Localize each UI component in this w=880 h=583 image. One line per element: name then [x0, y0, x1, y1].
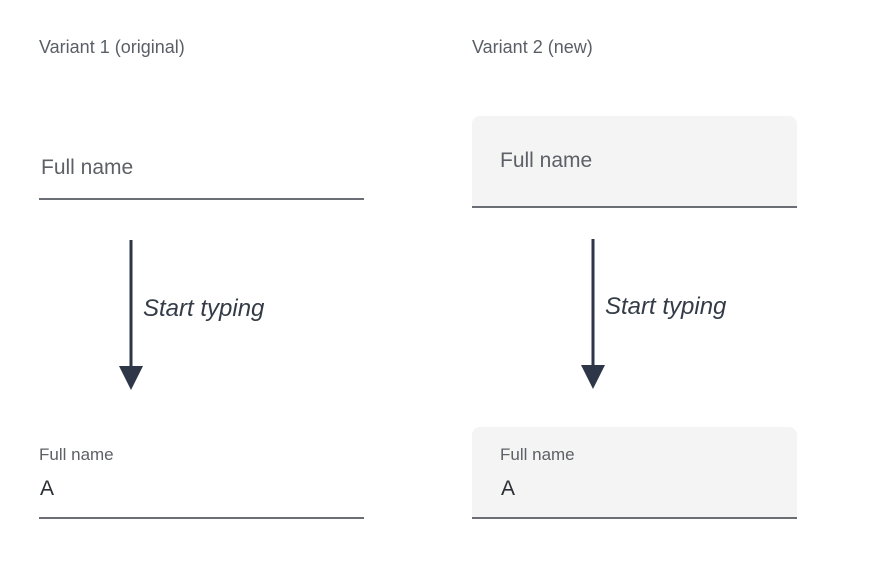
variant-1-filled-text-field[interactable]: Full name A	[39, 440, 364, 519]
variant-1-transition-label: Start typing	[143, 295, 265, 322]
variant-2-empty-text-field[interactable]: Full name	[472, 116, 797, 208]
variant-1-arrow-down-icon	[119, 240, 143, 390]
variant-1-empty-text-field[interactable]: Full name	[39, 150, 364, 200]
variant-2-placeholder: Full name	[500, 149, 593, 172]
variant-2-transition-label: Start typing	[605, 293, 727, 320]
variant-2-input-value: A	[501, 477, 516, 500]
variant-2-arrow-down-icon	[581, 239, 605, 389]
variant-1-floating-label: Full name	[39, 445, 114, 464]
variant-1-input-value: A	[40, 477, 55, 500]
variant-2-title: Variant 2 (new)	[472, 37, 593, 57]
variant-1-placeholder: Full name	[41, 156, 134, 179]
variant-2-filled-text-field[interactable]: Full name A	[472, 427, 797, 519]
variant-2-floating-label: Full name	[500, 445, 575, 464]
variant-1-title: Variant 1 (original)	[39, 37, 185, 57]
